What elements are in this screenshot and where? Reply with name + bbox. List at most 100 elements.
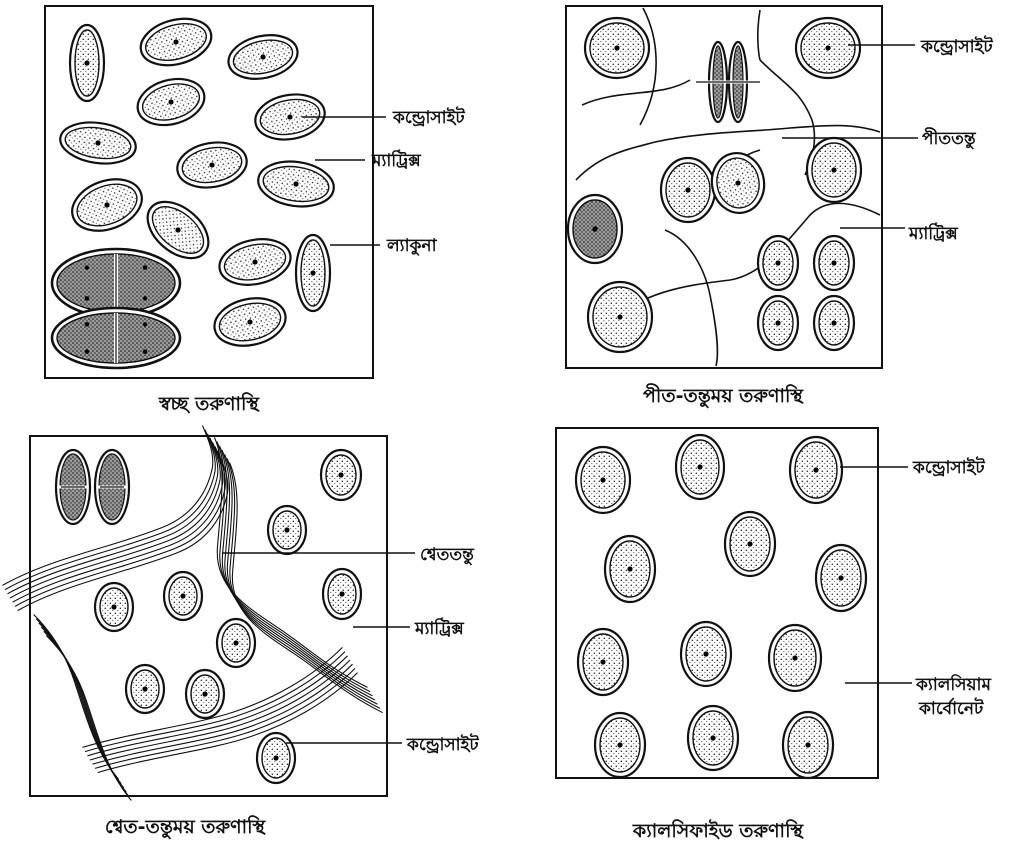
- calcified-cell-10-nucleus: [617, 742, 622, 747]
- white-cell-9-nucleus: [273, 755, 278, 760]
- hyaline-cell-1-nucleus: [84, 60, 89, 65]
- yellow-cell-9: [588, 282, 652, 352]
- calcified-cell-7-nucleus: [600, 659, 605, 664]
- calcified-cell-1: [576, 447, 630, 513]
- white-cell-2: [268, 506, 306, 554]
- calcified-cell-6: [816, 545, 866, 611]
- hyaline-cell-13: [210, 292, 290, 352]
- white-cell-7: [126, 665, 164, 713]
- calcified-cell-11-nucleus: [710, 735, 715, 740]
- hyaline-cell-8: [255, 157, 336, 211]
- calcified-cell-3-nucleus: [813, 467, 818, 472]
- calcified-cell-6-nucleus: [838, 575, 843, 580]
- white-label-fiber: শ্বেততন্তু: [420, 545, 475, 566]
- white-cell-3-nucleus: [339, 591, 344, 596]
- yellow-cell-groups: [694, 42, 762, 122]
- calcified-cell-7: [578, 629, 628, 695]
- white-cell-9: [257, 733, 295, 783]
- white-label-chondrocyte: কন্ড্রোসাইট: [406, 733, 479, 755]
- yellow-cell-6: [568, 195, 622, 263]
- white-cell-4-nucleus: [111, 604, 116, 609]
- hyaline-caption: স্বচ্ছ তরুণাস্থি: [158, 392, 260, 415]
- panel-yellow-fibrous: কন্ড্রোসাইট পীততন্তু ম্যাট্রিক্স পীত-তন্…: [566, 6, 993, 409]
- calcified-cell-5: [605, 536, 655, 602]
- calcified-cell-5-nucleus: [627, 566, 632, 571]
- calcified-cell-10: [595, 713, 645, 777]
- yellow-cell-11: [814, 296, 854, 350]
- hyaline-label-lacuna: ল্যাকুনা: [386, 236, 438, 256]
- yellow-cell-6-nucleus: [592, 226, 597, 231]
- calcified-cell-2: [676, 435, 724, 499]
- yellow-cell-1: [585, 18, 649, 78]
- calcified-caption: ক্যালসিফাইড তরুণাস্থি: [632, 819, 805, 842]
- white-cell-3: [323, 569, 361, 619]
- white-cell-1: [321, 450, 361, 500]
- panel-white-fibrous: শ্বেততন্তু ম্যাট্রিক্স কন্ড্রোসাইট শ্বেত…: [2, 425, 479, 840]
- yellow-cell-10-nucleus: [775, 320, 780, 325]
- white-fiber-bundle-4: [34, 615, 132, 801]
- calcified-cell-2-nucleus: [697, 464, 702, 469]
- white-cell-6-nucleus: [233, 640, 238, 645]
- hyaline-cell-2: [136, 11, 217, 72]
- hyaline-cell-groups: [52, 249, 180, 368]
- calcified-cells: [576, 435, 866, 778]
- white-cell-1-nucleus: [338, 472, 343, 477]
- hyaline-cell-7: [174, 137, 251, 192]
- yellow-cell-7: [758, 236, 798, 290]
- white-cell-2-nucleus: [284, 527, 289, 532]
- yellow-caption: পীত-তন্তুময় তরুণাস্থি: [643, 383, 804, 409]
- hyaline-cell-12-nucleus: [310, 270, 315, 275]
- yellow-cell-11-nucleus: [831, 320, 836, 325]
- white-cell-7-nucleus: [142, 686, 147, 691]
- yellow-cell-5: [807, 138, 861, 202]
- white-cell-groups: [56, 450, 129, 524]
- calcified-label-calcium-line2: কার্বোনেট: [918, 697, 984, 719]
- calcified-cell-12: [783, 712, 833, 778]
- hyaline-cell-1: [70, 25, 104, 101]
- yellow-cell-2-nucleus: [825, 45, 830, 50]
- calcified-cell-12-nucleus: [805, 742, 810, 747]
- white-isogenous-group: [56, 450, 129, 524]
- panel-calcified: কন্ড্রোসাইট ক্যালসিয়াম কার্বোনেট ক্যালস…: [556, 428, 991, 842]
- hyaline-cell-11: [215, 233, 295, 291]
- hyaline-label-matrix: ম্যাট্রিক্স: [371, 149, 422, 171]
- white-caption: শ্বেত-তন্তুময় তরুণাস্থি: [105, 815, 267, 840]
- white-label-matrix: ম্যাট্রিক্স: [414, 617, 465, 639]
- yellow-cell-9-nucleus: [617, 314, 622, 319]
- yellow-cell-10: [758, 296, 798, 350]
- calcified-cell-8-nucleus: [703, 651, 708, 656]
- calcified-cell-4-nucleus: [747, 541, 752, 546]
- panel-hyaline: কন্ড্রোসাইট ম্যাট্রিক্স ল্যাকুনা স্বচ্ছ …: [45, 6, 465, 415]
- white-cell-8: [186, 670, 224, 718]
- yellow-cell-7-nucleus: [775, 260, 780, 265]
- calcified-cell-3: [790, 437, 842, 503]
- yellow-cell-8-nucleus: [831, 260, 836, 265]
- white-cell-4: [95, 583, 133, 631]
- yellow-cell-4: [707, 149, 769, 217]
- yellow-cell-3-nucleus: [685, 187, 690, 192]
- hyaline-cell-4: [132, 72, 209, 132]
- calcified-cell-9: [769, 625, 821, 691]
- white-cell-5-nucleus: [180, 593, 185, 598]
- yellow-label-matrix: ম্যাট্রিক্স: [908, 222, 959, 244]
- calcified-cell-11: [688, 706, 738, 770]
- yellow-cell-3: [661, 158, 715, 222]
- yellow-label-chondrocyte: কন্ড্রোসাইট: [920, 35, 993, 57]
- calcified-cell-4: [725, 512, 775, 576]
- calcified-cell-9-nucleus: [792, 655, 797, 660]
- hyaline-label-chondrocyte: কন্ড্রোসাইট: [392, 106, 465, 128]
- white-cell-5: [164, 572, 202, 620]
- yellow-cell-8: [814, 236, 854, 290]
- hyaline-cell-9: [65, 170, 149, 240]
- hyaline-cell-12: [296, 235, 330, 311]
- hyaline-cell-6: [58, 118, 139, 168]
- white-cell-6: [217, 619, 255, 667]
- white-cell-8-nucleus: [202, 691, 207, 696]
- calcified-label-calcium-line1: ক্যালসিয়াম: [915, 673, 991, 695]
- calcified-cell-1-nucleus: [600, 477, 605, 482]
- hyaline-isogenous-group-2: [52, 308, 180, 368]
- calcified-cell-8: [681, 622, 731, 686]
- yellow-cell-1-nucleus: [614, 45, 619, 50]
- yellow-label-fiber: পীততন্তু: [922, 127, 977, 150]
